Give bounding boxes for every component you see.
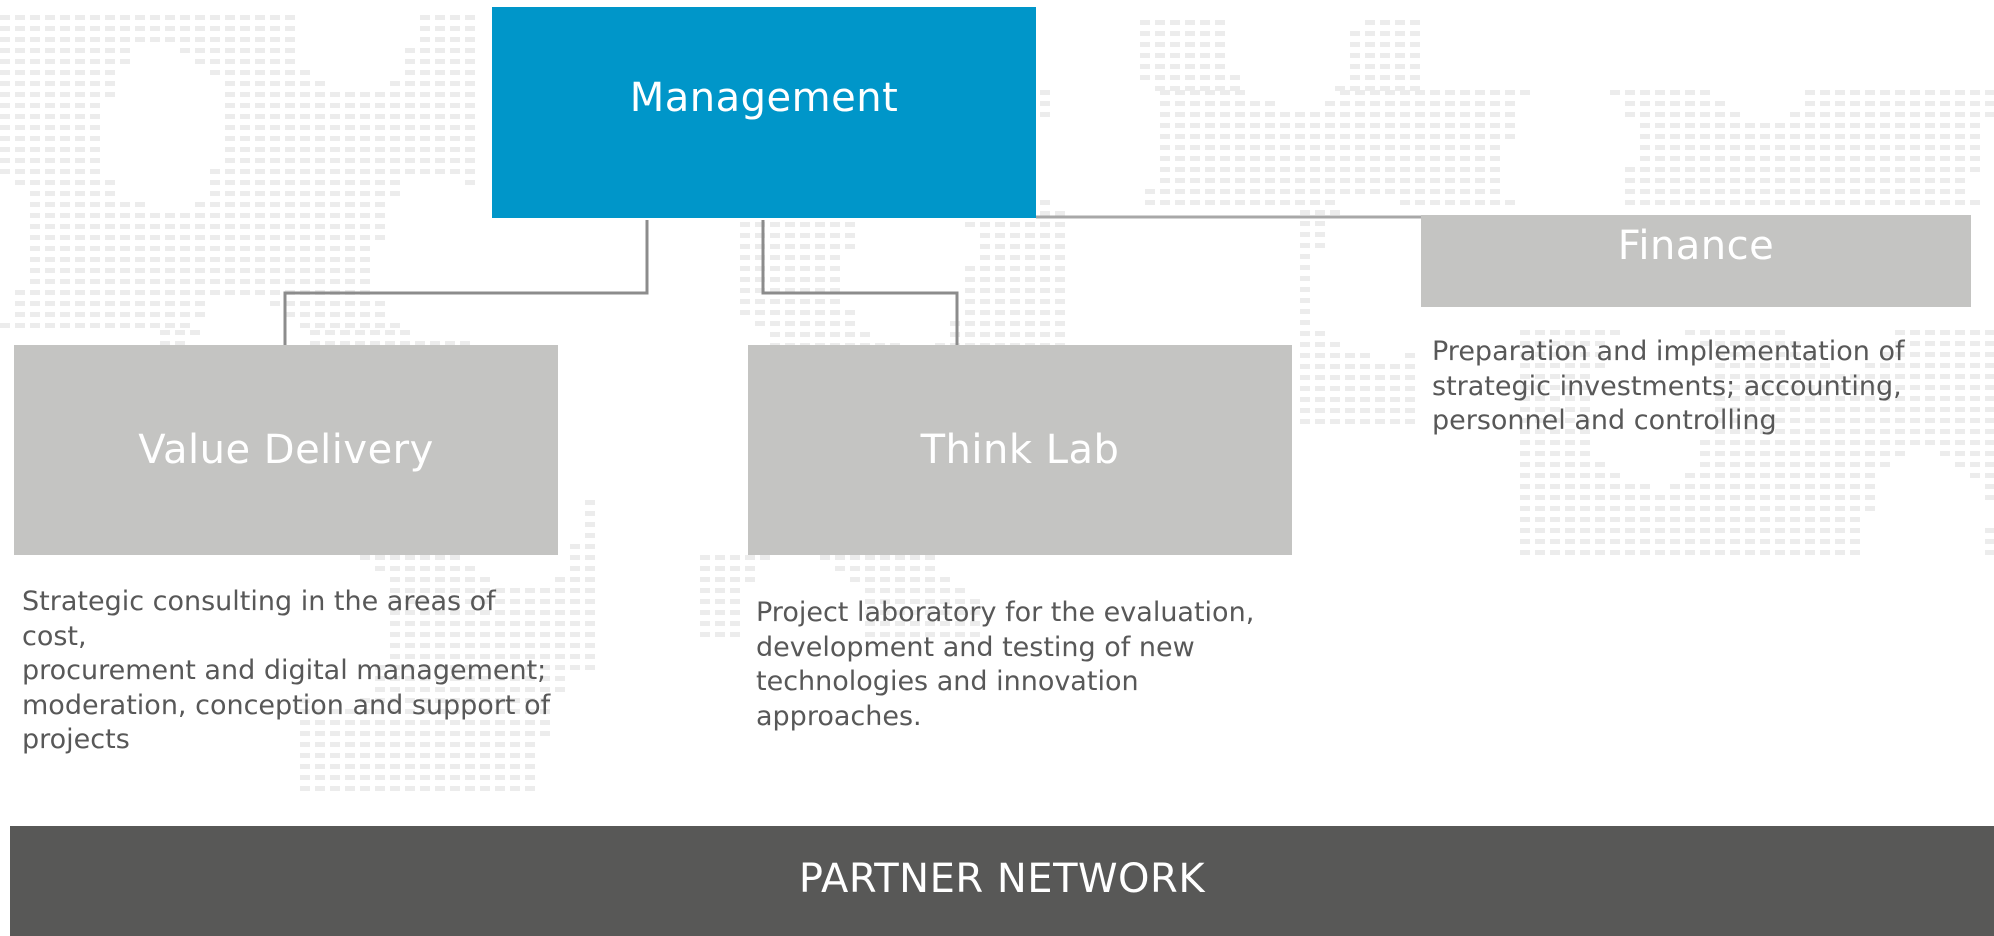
value-delivery-description-line: Strategic consulting in the areas of cos…	[22, 586, 496, 652]
finance-box: Finance	[1421, 215, 1971, 307]
partner-network-label: PARTNER NETWORK	[798, 856, 1206, 902]
value-delivery-box: Value Delivery	[14, 345, 558, 555]
think-lab-description-line: technologies and innovation	[756, 666, 1139, 697]
value-delivery-description-line: procurement and digital management;	[22, 655, 547, 686]
value-delivery-description-line: moderation, conception and support of	[22, 689, 551, 721]
management-title: Management	[629, 75, 899, 121]
finance-title: Finance	[1617, 223, 1775, 269]
think-lab-description: Project laboratory for the evaluation, d…	[756, 596, 1276, 734]
think-lab-box: Think Lab	[748, 345, 1292, 555]
finance-description-line: strategic investments; accounting,	[1432, 370, 1902, 402]
value-delivery-title: Value Delivery	[138, 427, 434, 473]
think-lab-title: Think Lab	[920, 427, 1120, 473]
partner-network-band: PARTNER NETWORK	[10, 826, 1994, 936]
finance-description-line: personnel and controlling	[1432, 405, 1777, 436]
finance-description: Preparation and implementation of strate…	[1432, 335, 1952, 439]
finance-description-line: Preparation and implementation of	[1432, 336, 1905, 367]
management-box: Management	[492, 7, 1036, 218]
connector-management-value-delivery	[283, 220, 649, 345]
think-lab-description-line: development and testing of new	[756, 631, 1195, 663]
value-delivery-description: Strategic consulting in the areas of cos…	[22, 585, 562, 758]
value-delivery-description-line: projects	[22, 724, 130, 755]
connector-management-think-lab	[761, 220, 959, 345]
think-lab-description-line: Project laboratory for the evaluation,	[756, 597, 1255, 628]
think-lab-description-line: approaches.	[756, 700, 922, 732]
